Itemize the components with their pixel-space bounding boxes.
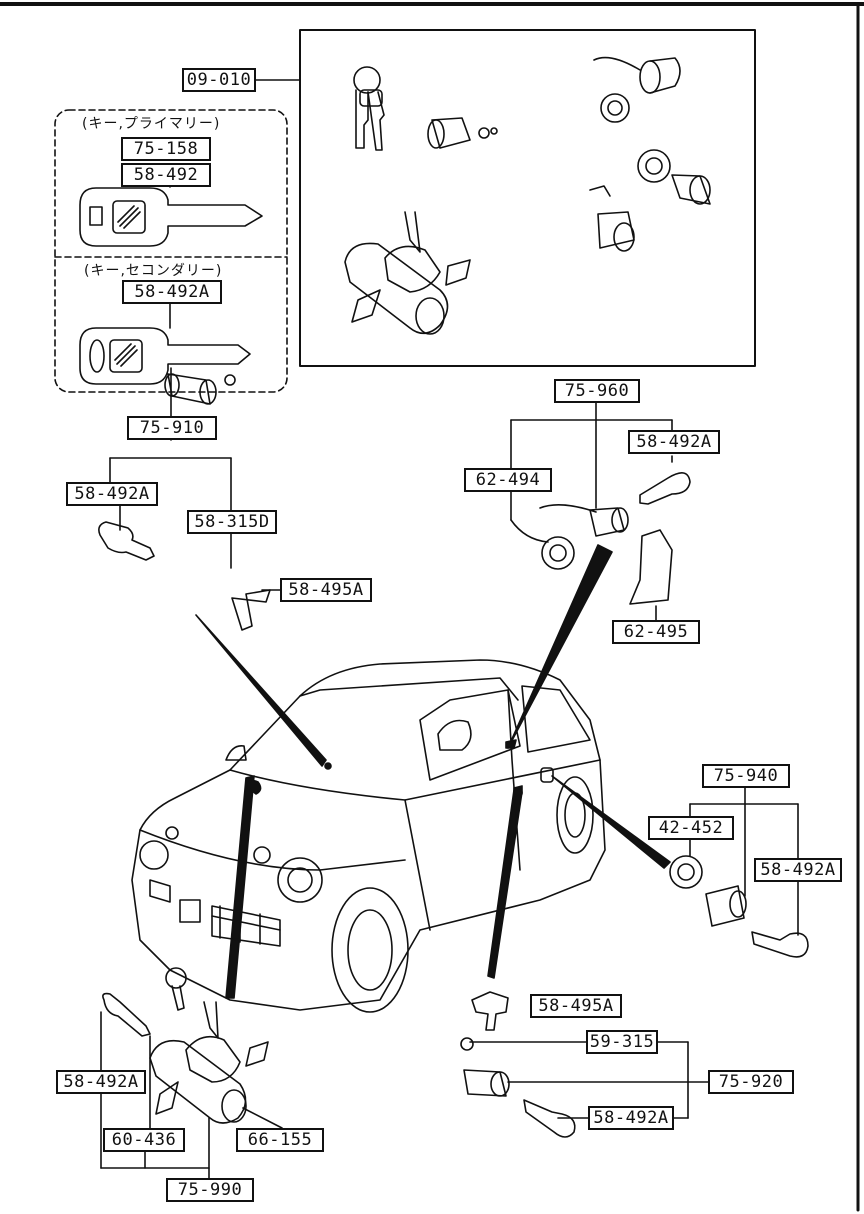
- label-secondary-key-blank[interactable]: 58-492A: [122, 280, 222, 304]
- label-right-door-key[interactable]: 58-492A: [628, 430, 720, 454]
- label-rear-hatch-retainer[interactable]: 58-495A: [280, 578, 372, 602]
- secondary-key-icon: [79, 327, 251, 385]
- primary-key-note: (キー,プライマリー): [82, 116, 221, 132]
- right-door-cylinder-icon: [539, 504, 629, 537]
- kit-fuel-lock-icon: [637, 149, 711, 205]
- ignition-pointer: [225, 775, 255, 999]
- label-rear-hatch-lock[interactable]: 75-910: [127, 416, 217, 440]
- ignition-bolt-icon: [165, 967, 187, 1011]
- right-door-key-icon: [639, 472, 691, 505]
- car-illustration: [131, 659, 606, 1013]
- label-right-door-spring[interactable]: 62-494: [464, 468, 552, 492]
- label-ignition-lock[interactable]: 66-155: [236, 1128, 324, 1152]
- label-left-door-clip[interactable]: 59-315: [586, 1030, 658, 1054]
- left-door-key-icon: [523, 1099, 576, 1138]
- label-fuel-lid-ring[interactable]: 42-452: [648, 816, 734, 840]
- kit-ignition-icon: [344, 211, 471, 335]
- label-right-door-cover[interactable]: 62-495: [612, 620, 700, 644]
- label-kit-set[interactable]: 09-010: [182, 68, 256, 92]
- fuel-lid-cylinder-icon: [705, 885, 747, 927]
- label-right-door-lock[interactable]: 75-960: [554, 379, 640, 403]
- label-steering-lock-set[interactable]: 75-990: [166, 1178, 254, 1202]
- label-rear-hatch-key[interactable]: 58-492A: [66, 482, 158, 506]
- right-door-spring-icon: [541, 536, 575, 570]
- rear-hatch-cylinder-icon: [164, 373, 236, 405]
- label-primary-key-code[interactable]: 75-158: [121, 137, 211, 161]
- left-door-retainer-icon: [471, 991, 509, 1031]
- right-door-cover-icon: [629, 529, 673, 605]
- kit-keys-icon: [353, 66, 385, 151]
- label-rear-hatch-clip[interactable]: 58-315D: [187, 510, 277, 534]
- kit-door-lock-icon: [589, 185, 635, 252]
- left-door-cylinder-icon: [463, 1069, 510, 1097]
- label-fuel-lid-key[interactable]: 58-492A: [754, 858, 842, 882]
- ignition-key-icon: [102, 992, 151, 1037]
- label-left-door-key[interactable]: 58-492A: [588, 1106, 674, 1130]
- kit-box: [299, 29, 756, 367]
- fuel-lid-key-icon: [751, 931, 809, 958]
- rear-hatch-key-icon: [98, 521, 155, 561]
- label-left-door-retainer[interactable]: 58-495A: [530, 994, 622, 1018]
- rear-hatch-pointer: [195, 614, 327, 767]
- label-ignition-bolt[interactable]: 60-436: [103, 1128, 185, 1152]
- label-fuel-lid-lock[interactable]: 75-940: [702, 764, 790, 788]
- kit-cylinder-icon: [427, 117, 498, 149]
- label-ignition-key[interactable]: 58-492A: [56, 1070, 146, 1094]
- label-left-door-lock[interactable]: 75-920: [708, 1070, 794, 1094]
- label-primary-key-blank[interactable]: 58-492: [121, 163, 211, 187]
- secondary-key-note: (キー,セコンダリー): [84, 263, 223, 279]
- steering-lock-icon: [149, 1001, 269, 1124]
- right-door-pointer: [507, 544, 613, 749]
- primary-key-icon: [79, 187, 263, 247]
- fuel-lid-ring-icon: [669, 855, 703, 889]
- left-door-clip-icon: [460, 1037, 474, 1051]
- kit-small-cylinder-icon: [593, 56, 681, 123]
- rear-hatch-retainer-icon: [231, 589, 271, 631]
